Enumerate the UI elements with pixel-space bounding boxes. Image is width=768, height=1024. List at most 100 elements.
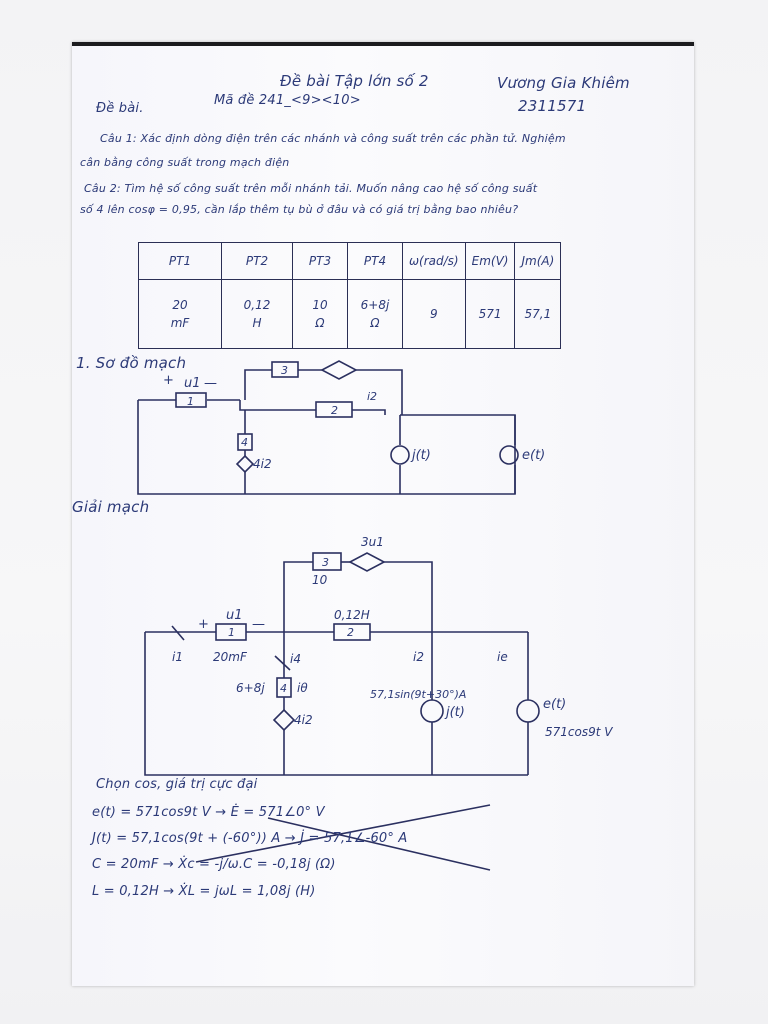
u1-minus-sign: —	[204, 376, 217, 391]
voltage-source-circle	[516, 699, 540, 723]
dep3-label: 3u1	[361, 535, 384, 549]
element-3-box	[312, 552, 342, 571]
capacitance-value: 20mF	[213, 650, 248, 664]
solution-line-1: Chọn cos, giá trị cực đại	[96, 777, 258, 792]
table-cell: 571	[464, 279, 516, 349]
table-header-cell: PT3	[292, 242, 348, 280]
solution-line-2: e(t) = 571cos9t V → Ė = 571∠0° V	[92, 805, 325, 820]
current-source-circle	[420, 699, 444, 723]
j-expression: 57,1sin(9t+30°)A	[370, 688, 466, 701]
table-header-cell: PT4	[347, 242, 403, 280]
solution-line-4: C = 20mF → Ẋc = -j/ω.C = -0,18j (Ω)	[92, 857, 336, 872]
solution-line-3: J(t) = 57,1cos(9t + (-60°)) A → J̇ = 57,…	[92, 831, 408, 846]
u1-minus-sign: —	[252, 617, 265, 632]
voltage-source-label: e(t)	[543, 697, 566, 712]
wire	[244, 369, 272, 400]
element-2-box	[315, 401, 353, 418]
table-header-cell: Em(V)	[464, 242, 516, 280]
table-cell: 9	[402, 279, 466, 349]
element-4-label: 4	[280, 682, 287, 695]
wire	[144, 632, 528, 776]
voltage-source-circle	[499, 445, 519, 465]
table-header-cell: Jm(A)	[514, 242, 562, 280]
element-1-label: 1	[187, 395, 194, 408]
dependent-source-diamond	[320, 360, 358, 380]
i-theta-label: iθ	[297, 681, 308, 695]
diagram-2-heading: Giải mạch	[72, 498, 150, 516]
cell-value: 0,12	[243, 298, 271, 312]
u1-label: u1	[184, 376, 201, 391]
element-4-label: 4	[241, 436, 248, 449]
wire	[384, 561, 433, 632]
dependent-source-4i2-diamond	[272, 708, 296, 732]
wire	[239, 400, 316, 411]
cell-value: 20	[172, 298, 188, 312]
diagram-1-heading: 1. Sơ đồ mạch	[76, 354, 187, 372]
cell-value: 9	[429, 307, 438, 321]
voltage-source-label: e(t)	[522, 448, 545, 463]
z4-value: 6+8j	[236, 681, 265, 695]
element-3-box	[271, 361, 299, 378]
dependent-source-3u1-diamond	[348, 552, 386, 572]
cell-value: 6+8j	[360, 298, 390, 312]
assignment-title: Đề bài Tập lớn số 2	[280, 72, 429, 90]
cell-unit: mF	[170, 316, 190, 330]
element-2-label: 2	[347, 626, 354, 639]
strike-mark	[171, 625, 185, 641]
u1-label: u1	[226, 608, 243, 623]
parameter-table: PT1 PT2 PT3 PT4 ω(rad/s) Em(V) Jm(A) 20 m…	[138, 242, 562, 349]
problem-label: Đề bài.	[96, 101, 144, 116]
ie-label: ie	[497, 650, 508, 664]
element-1-box	[215, 623, 247, 641]
cell-unit: Ω	[370, 316, 380, 330]
i1-mark: i1	[172, 650, 183, 664]
student-id: 2311571	[518, 97, 587, 115]
dependent-source-label: 4i2	[253, 457, 272, 471]
table-cell: 20 mF	[138, 279, 222, 349]
paper-sheet	[72, 42, 694, 986]
author-name: Vương Gia Khiêm	[497, 74, 630, 92]
element-3-label: 3	[322, 556, 329, 569]
cell-unit: Ω	[315, 316, 325, 330]
question-1-line-1: Câu 1: Xác định dòng điện trên các nhánh…	[100, 132, 566, 145]
strike-mark	[267, 817, 491, 871]
question-2-line-2: số 4 lên cosφ = 0,95, cần lắp thêm tụ bù…	[80, 203, 519, 216]
question-2-line-1: Câu 2: Tìm hệ số công suất trên mỗi nhán…	[84, 182, 538, 195]
current-source-circle	[390, 445, 410, 465]
cell-unit: H	[252, 316, 262, 330]
element-3-label: 3	[281, 364, 288, 377]
r3-value: 10	[312, 573, 328, 587]
element-1-box	[175, 392, 207, 408]
cell-value: 10	[312, 298, 328, 312]
cell-value: 57,1	[524, 307, 552, 321]
current-source-label: j(t)	[410, 448, 431, 463]
i2-label: i2	[367, 390, 377, 403]
element-2-label: 2	[331, 404, 338, 417]
exam-code: Mã đề 241_<9><10>	[214, 93, 361, 108]
dependent-source-label: 4i2	[294, 713, 313, 727]
wire	[352, 409, 386, 415]
strike-mark	[274, 655, 291, 671]
u1-plus-sign: +	[198, 617, 209, 632]
cell-value: 571	[478, 307, 502, 321]
element-2-box	[333, 623, 371, 641]
table-header-cell: PT2	[221, 242, 293, 280]
inductance-value: 0,12H	[334, 608, 370, 622]
wire	[283, 561, 313, 632]
table-header-row: PT1 PT2 PT3 PT4 ω(rad/s) Em(V) Jm(A)	[138, 242, 562, 280]
i4-mark: i4	[290, 652, 301, 666]
element-4-box	[276, 677, 292, 698]
element-4-box	[237, 433, 253, 451]
wire	[356, 369, 403, 415]
element-1-label: 1	[228, 626, 235, 639]
i2-label: i2	[413, 650, 424, 664]
dependent-source-4i2-diamond	[235, 454, 255, 474]
strike-mark	[195, 804, 491, 863]
u1-plus-sign: +	[163, 373, 174, 388]
